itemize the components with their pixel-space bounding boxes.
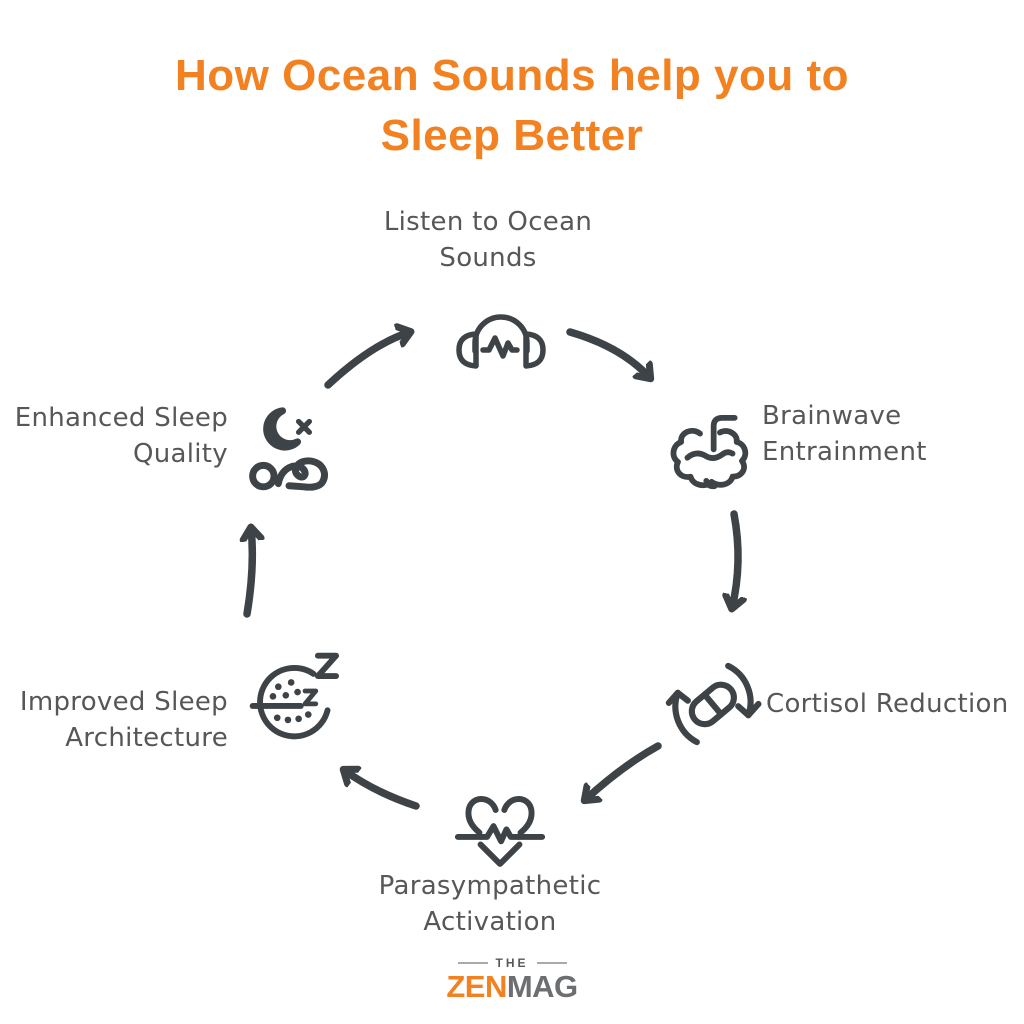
logo-rule-left <box>457 962 488 964</box>
headphones-waveform-icon <box>456 314 546 369</box>
zenmag-logo: THE ZENMAG <box>0 956 1024 1002</box>
arrow-improved-to-enhanced-icon <box>247 528 252 618</box>
arrow-listen-to-brainwave-icon <box>566 328 650 378</box>
sleep-face-zzz-icon <box>249 652 340 740</box>
logo-zen-text: ZEN <box>446 969 507 1004</box>
zenmag-logo-top: THE <box>457 956 567 970</box>
heartbeat-heart-icon <box>454 796 546 867</box>
step-label-brainwave-entrainment: Brainwave Entrainment <box>762 401 927 467</box>
step-label-parasympathetic-activation: Parasympathetic Activation <box>378 871 602 937</box>
step-label-improved-sleep-architecture: Improved Sleep Architecture <box>19 687 228 753</box>
brain-icon <box>670 414 749 490</box>
step-label-enhanced-sleep-quality: Enhanced Sleep Quality <box>14 403 228 469</box>
arrow-cortisol-to-parasympathetic-icon <box>585 742 662 800</box>
step-label-listen-to-ocean-sounds: Listen to Ocean Sounds <box>383 207 593 273</box>
page-title: How Ocean Sounds help you to Sleep Bette… <box>0 46 1024 166</box>
arrow-enhanced-to-listen-icon <box>324 332 410 389</box>
logo-the-text: THE <box>495 956 529 970</box>
arrow-brainwave-to-cortisol-icon <box>732 510 738 608</box>
page-title-line1: How Ocean Sounds help you to <box>174 51 850 100</box>
zenmag-logo-brand: ZENMAG <box>446 969 578 1004</box>
logo-rule-right <box>536 962 567 964</box>
logo-mag-text: MAG <box>506 969 578 1004</box>
moon-sleeping-person-icon <box>249 407 328 491</box>
step-label-cortisol-reduction: Cortisol Reduction <box>766 689 1009 719</box>
page-title-line2: Sleep Better <box>380 111 644 160</box>
arrow-parasympathetic-to-improved-icon <box>344 770 420 810</box>
pill-cycle-icon <box>665 662 762 746</box>
